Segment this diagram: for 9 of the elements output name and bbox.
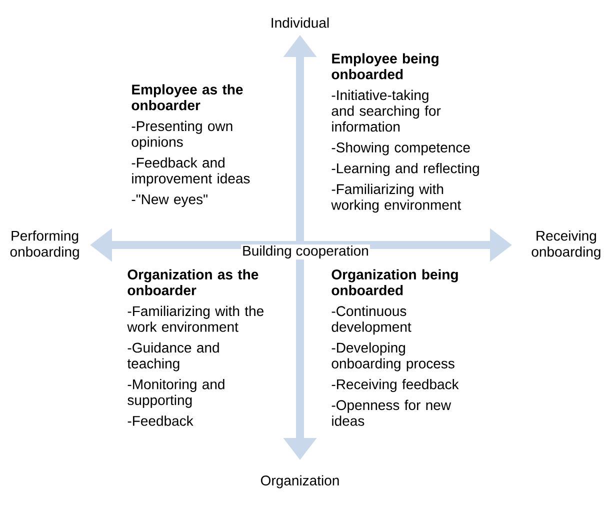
axis-label: Performing onboarding [10, 230, 79, 260]
quadrant-text: Employee being onboarded -Initiative-taking and searching for information -Showing competence -Learning and reflecting -Familiarizing with working environment [331, 53, 479, 213]
quadrant-text: Organization being onboarded -Continuous development -Developing onboarding process -Receiving feedback -Openness for new ideas [332, 269, 459, 426]
edge-label: Building cooperation [241, 244, 370, 260]
axis-label: Receiving onboarding [532, 230, 600, 260]
axis-label: Individual [272, 18, 329, 28]
quadrant-text: Employee as the onboarder -Presenting own opinions -Feedback and improvement ideas -"New eyes" [132, 84, 250, 208]
axis-label: Organization [260, 475, 339, 488]
quadrant-text: Organization as the onboarder -Familiarizing with the work environment -Guidance and teaching -Monitoring and supporting -Feedback [127, 269, 264, 426]
